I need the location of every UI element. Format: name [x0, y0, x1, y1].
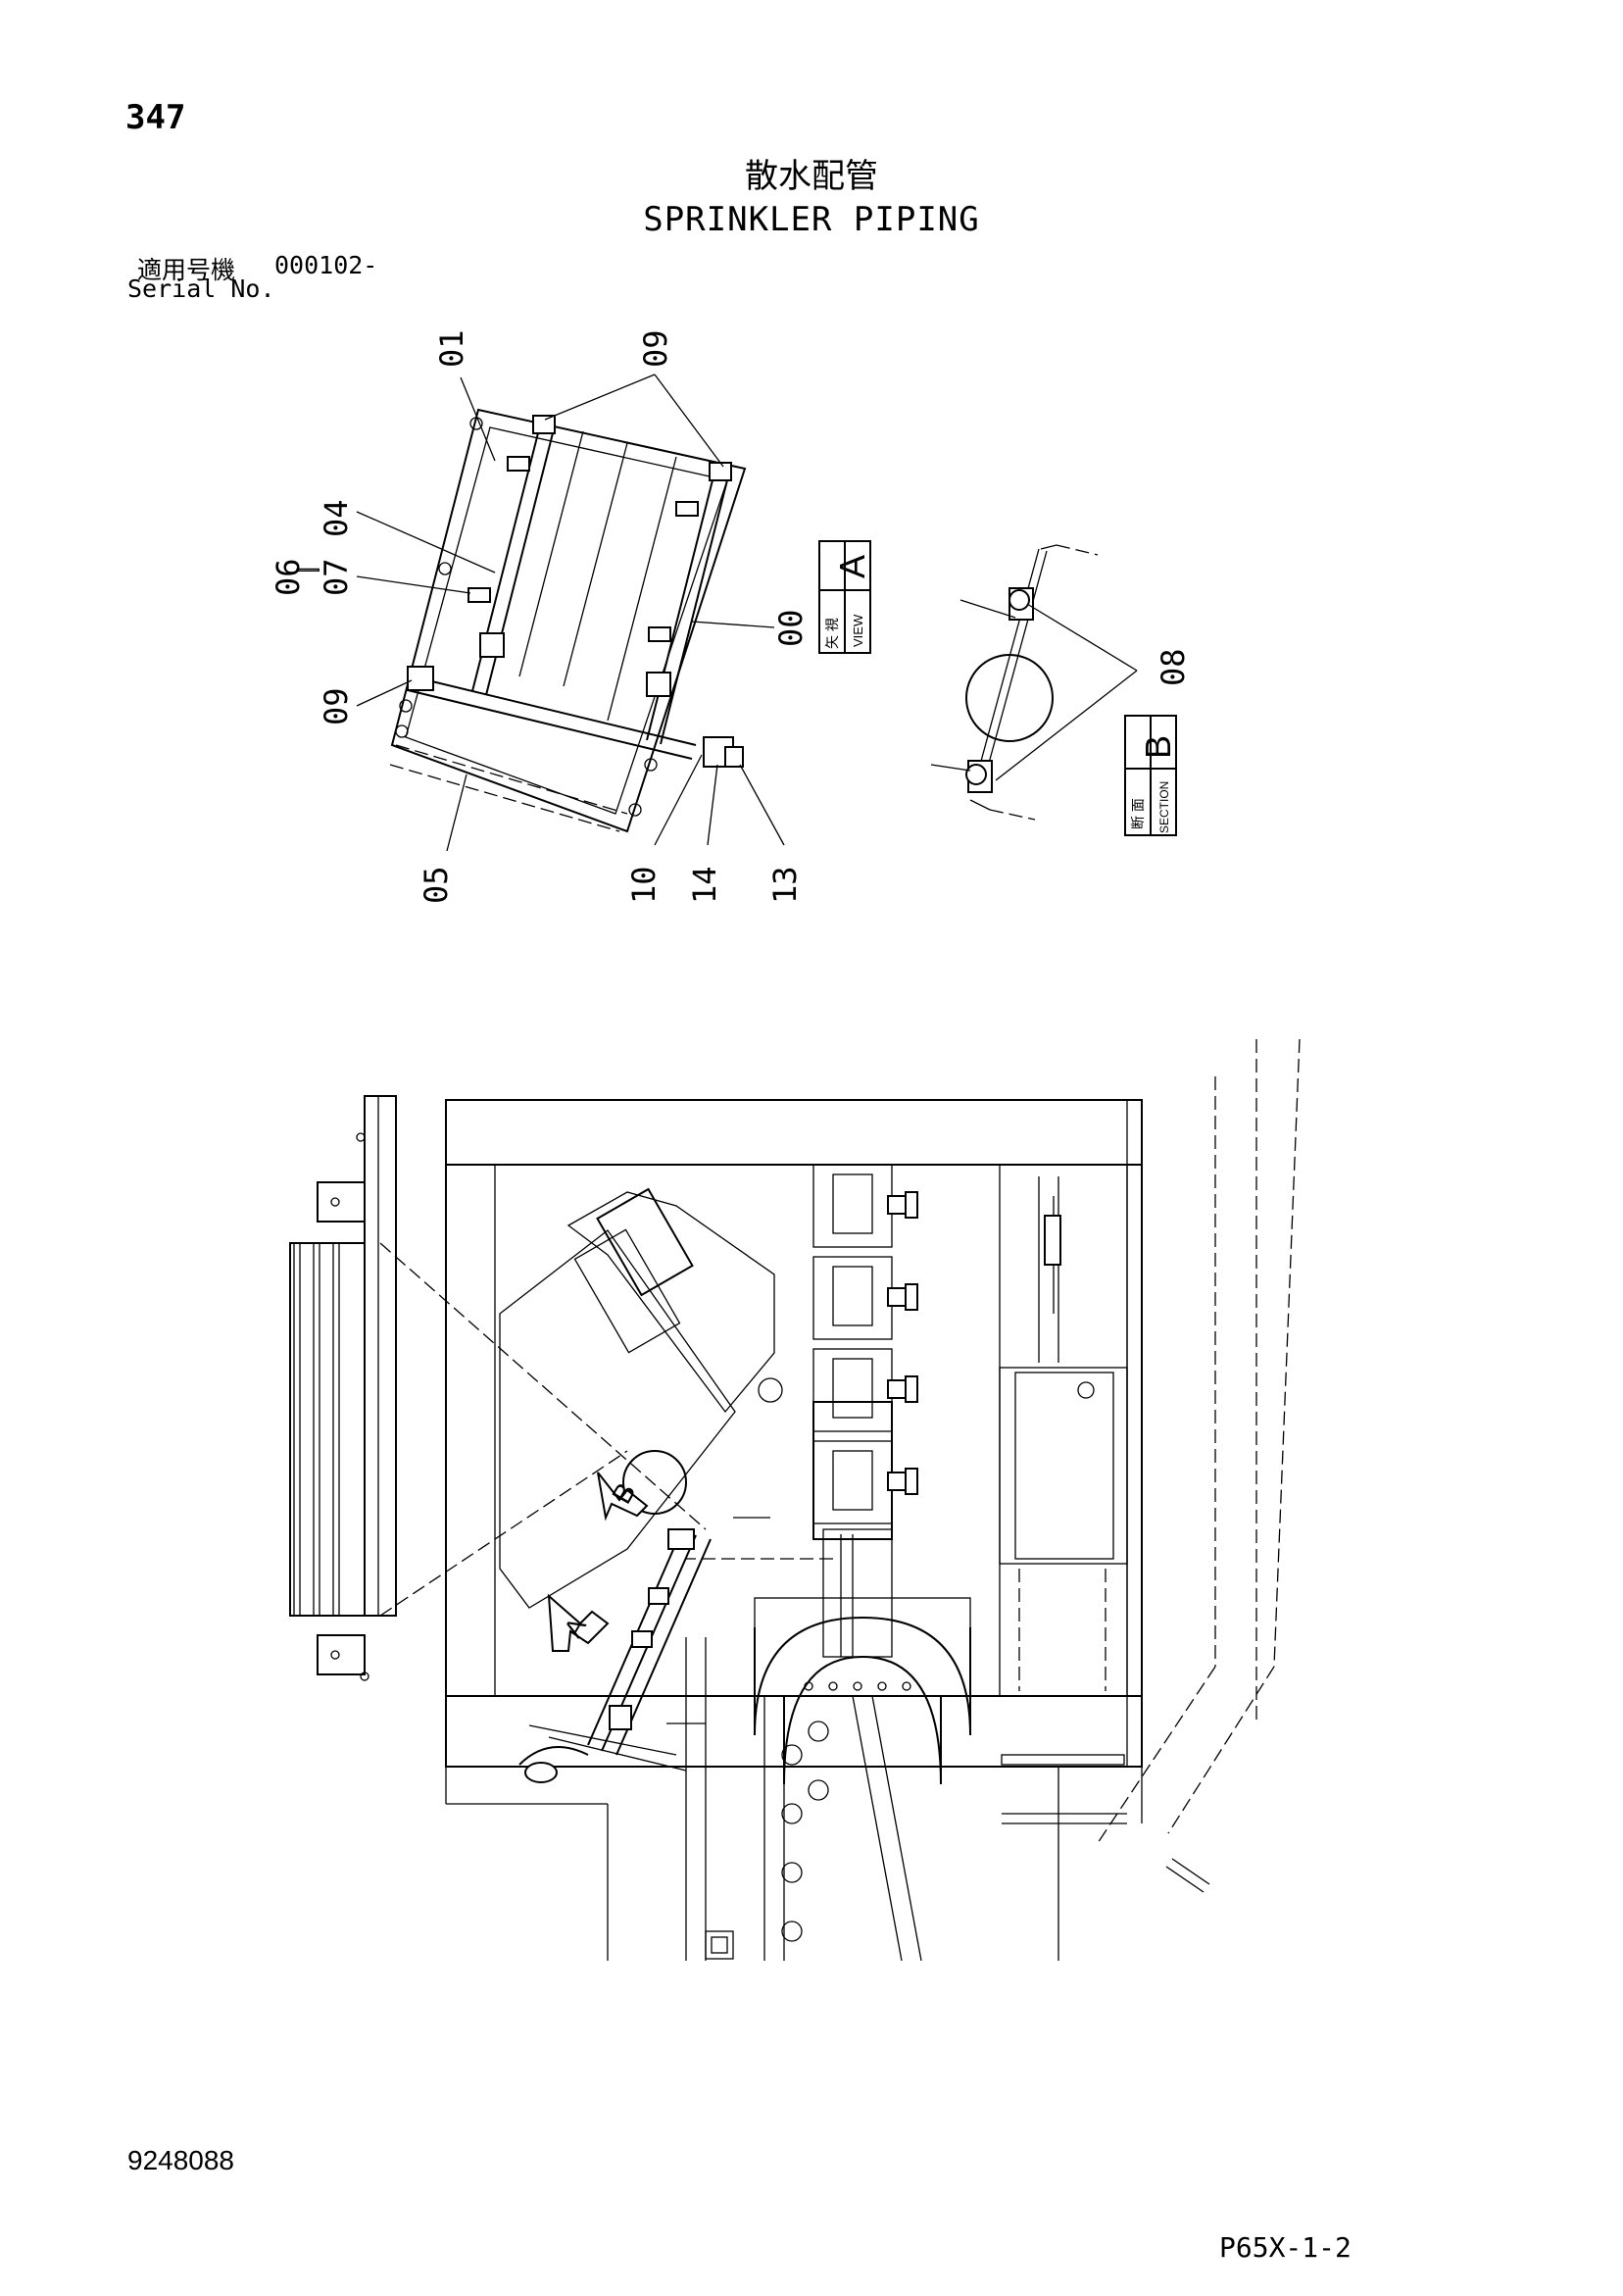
serial-label-japanese: 適用号機: [137, 256, 236, 284]
callout-01: 01: [433, 329, 470, 368]
view-a-detail: 01 09 04 06 | 07 00 09 05 10 14 13: [270, 329, 810, 904]
callout-09-top: 09: [637, 329, 674, 368]
callout-08: 08: [1155, 648, 1192, 686]
main-view-marker-b: B: [597, 1472, 649, 1522]
serial-label-english: Serial No.: [127, 275, 275, 303]
section-b-label: B 断 面 SECTION: [1124, 715, 1178, 836]
section-b-label-jp: 断 面: [1130, 798, 1146, 829]
view-a-label-jp: 矢 視: [824, 618, 840, 649]
view-a-label: A 矢 視 VIEW: [818, 540, 872, 654]
page-code: P65X-1-2: [1219, 2231, 1352, 2264]
callout-13: 13: [766, 866, 804, 904]
view-a-label-en: VIEW: [851, 614, 865, 647]
callout-10: 10: [625, 866, 663, 904]
main-view-marker-a: A: [547, 1593, 610, 1652]
section-b-letter: B: [1138, 735, 1178, 759]
callout-07: 07: [318, 558, 355, 596]
callout-09-left: 09: [318, 687, 355, 725]
title-english: SPRINKLER PIPING: [643, 200, 980, 239]
section-b-detail: 08: [930, 544, 1192, 821]
callout-04: 04: [318, 499, 355, 537]
view-a-letter: A: [832, 555, 872, 578]
drawing-number: 9248088: [127, 2145, 235, 2175]
section-b-label-en: SECTION: [1157, 781, 1171, 833]
serial-range: 000102-: [274, 251, 378, 279]
callout-06: 06: [270, 558, 307, 596]
callout-00: 00: [772, 609, 810, 647]
main-assembly-view: B A: [289, 1038, 1301, 1962]
callout-05: 05: [418, 866, 455, 904]
page-number: 347: [125, 98, 186, 137]
svg-text:|: |: [295, 564, 320, 576]
title-japanese: 散水配管: [745, 157, 878, 196]
callout-14: 14: [686, 866, 723, 904]
